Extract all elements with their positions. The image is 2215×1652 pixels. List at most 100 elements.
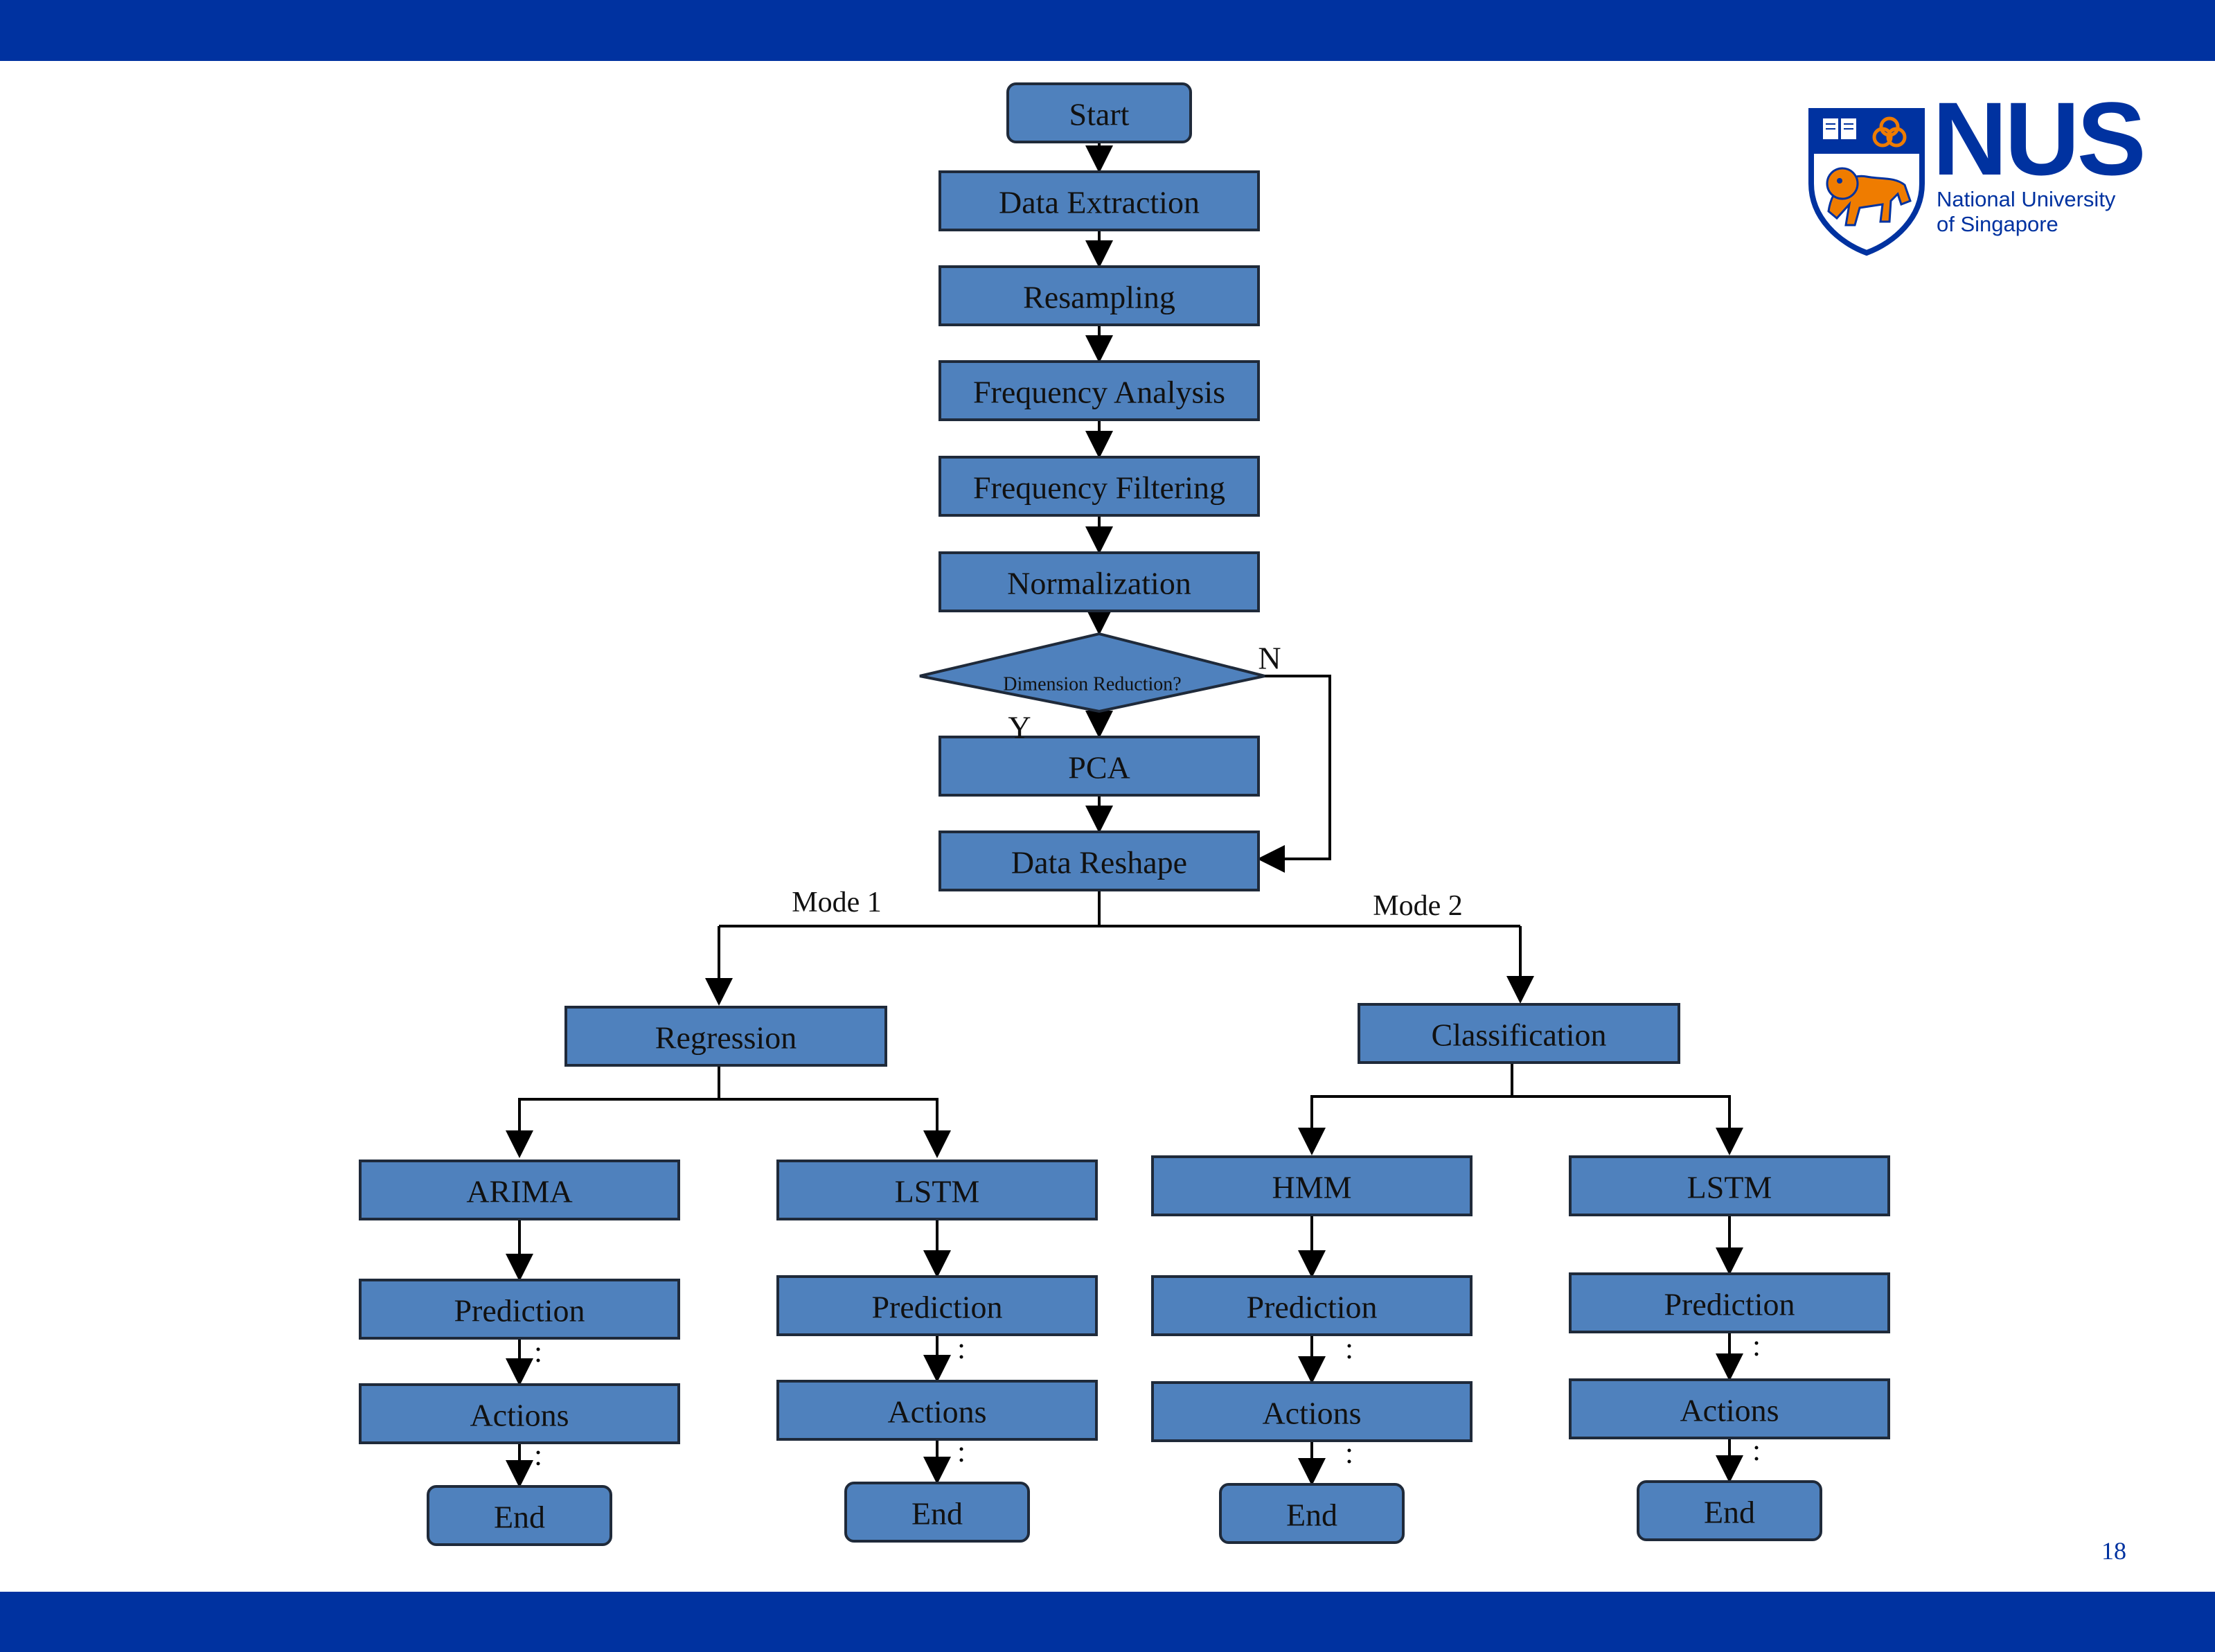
book-icon bbox=[1823, 118, 1856, 139]
branch-2-model: LSTM bbox=[776, 1160, 1098, 1220]
edge-regression-arima bbox=[506, 1065, 720, 1158]
mode-1-label: Mode 1 bbox=[792, 887, 882, 918]
data-extraction-step: Data Extraction bbox=[939, 170, 1260, 231]
frequency-analysis-step-label: Frequency Analysis bbox=[973, 375, 1225, 410]
branch-1-model-shape bbox=[359, 1160, 680, 1220]
pca-step-shape bbox=[939, 736, 1260, 797]
start-terminal-shape bbox=[1006, 82, 1192, 143]
branch-4-model: LSTM bbox=[1569, 1155, 1890, 1216]
data-extraction-step-shape bbox=[939, 170, 1260, 231]
classification-step: Classification bbox=[1358, 1003, 1680, 1064]
decision-label: Dimension Reduction? bbox=[1003, 674, 1181, 695]
edge-regression-lstm bbox=[719, 1098, 951, 1158]
pca-step-label: PCA bbox=[1068, 750, 1130, 785]
data-reshape-step: Data Reshape bbox=[939, 831, 1260, 891]
edge-classification-hmm bbox=[1298, 1063, 1513, 1155]
frequency-filtering-step-label: Frequency Filtering bbox=[973, 470, 1225, 506]
regression-step-shape bbox=[564, 1006, 887, 1067]
branch-1-prediction-label: Prediction bbox=[454, 1293, 585, 1329]
branch-4-prediction: Prediction bbox=[1569, 1272, 1890, 1333]
branch-1-model-label: ARIMA bbox=[466, 1174, 572, 1209]
top-band bbox=[0, 0, 2215, 61]
frequency-analysis-step: Frequency Analysis bbox=[939, 360, 1260, 421]
data-reshape-step-shape bbox=[939, 831, 1260, 891]
branch-4-actions-label: Actions bbox=[1680, 1393, 1779, 1428]
branch-3-actions: Actions bbox=[1151, 1381, 1473, 1442]
connectors bbox=[506, 142, 1759, 1488]
start-terminal-label: Start bbox=[1069, 97, 1130, 132]
branch-1-actions-shape bbox=[359, 1383, 680, 1444]
branch-2-model-label: LSTM bbox=[895, 1174, 980, 1209]
edge-classification-lstm bbox=[1512, 1095, 1743, 1155]
branch-2-actions-label: Actions bbox=[887, 1394, 986, 1430]
normalization-step-shape bbox=[939, 551, 1260, 612]
branch-3-model-label: HMM bbox=[1272, 1170, 1351, 1205]
dimension-reduction-decision: Dimension Reduction? bbox=[919, 632, 1265, 713]
branch-2-prediction-label: Prediction bbox=[871, 1290, 1002, 1325]
branch-2-actions: Actions bbox=[776, 1380, 1098, 1441]
nus-crest-icon bbox=[1808, 108, 1925, 256]
branch-2-end-shape bbox=[844, 1482, 1030, 1543]
branch-3-actions-label: Actions bbox=[1262, 1396, 1361, 1431]
branch-3-model-shape bbox=[1151, 1155, 1473, 1216]
branch-3-end-label: End bbox=[1286, 1498, 1337, 1533]
regression-step-label: Regression bbox=[655, 1020, 797, 1056]
mode-2-label: Mode 2 bbox=[1373, 890, 1463, 922]
branch-2-ellipsis-1 bbox=[959, 1344, 963, 1359]
nus-wordmark: NUS bbox=[1932, 80, 2146, 197]
data-reshape-step-label: Data Reshape bbox=[1011, 845, 1187, 880]
resampling-step-label: Resampling bbox=[1023, 280, 1175, 315]
resampling-step-shape bbox=[939, 265, 1260, 326]
branch-1-model: ARIMA bbox=[359, 1160, 680, 1220]
branch-1-ellipsis-1 bbox=[536, 1347, 540, 1362]
branch-3-prediction-label: Prediction bbox=[1246, 1290, 1377, 1325]
branch-4-prediction-shape bbox=[1569, 1272, 1890, 1333]
branch-2-ellipsis-2 bbox=[959, 1447, 963, 1462]
branch-4-end: End bbox=[1637, 1480, 1822, 1541]
regression-step: Regression bbox=[564, 1006, 887, 1067]
frequency-filtering-step-shape bbox=[939, 456, 1260, 517]
frequency-analysis-step-shape bbox=[939, 360, 1260, 421]
branch-3-model: HMM bbox=[1151, 1155, 1473, 1216]
branch-4-model-shape bbox=[1569, 1155, 1890, 1216]
branch-2-end-label: End bbox=[911, 1496, 963, 1531]
branch-2-prediction-shape bbox=[776, 1275, 1098, 1336]
branch-2-actions-shape bbox=[776, 1380, 1098, 1441]
decision-shape bbox=[919, 632, 1265, 713]
branch-1-prediction-shape bbox=[359, 1279, 680, 1340]
branch-1-end-shape bbox=[427, 1485, 612, 1546]
branch-2-prediction: Prediction bbox=[776, 1275, 1098, 1336]
classification-step-label: Classification bbox=[1432, 1018, 1607, 1053]
branch-4-actions-shape bbox=[1569, 1378, 1890, 1439]
normalization-step-label: Normalization bbox=[1007, 566, 1191, 601]
branch-4-actions: Actions bbox=[1569, 1378, 1890, 1439]
nus-name-line-2: of Singapore bbox=[1937, 212, 2058, 236]
resampling-step: Resampling bbox=[939, 265, 1260, 326]
page-number: 18 bbox=[2101, 1537, 2126, 1565]
rings-icon bbox=[1872, 116, 1907, 148]
data-extraction-step-label: Data Extraction bbox=[999, 185, 1200, 220]
nus-name-line-1: National University bbox=[1937, 187, 2116, 211]
branch-3-prediction-shape bbox=[1151, 1275, 1473, 1336]
branch-1-end: End bbox=[427, 1485, 612, 1546]
branch-4-ellipsis-1 bbox=[1754, 1341, 1759, 1356]
branch-4-end-label: End bbox=[1704, 1495, 1755, 1530]
branch-1-end-label: End bbox=[494, 1500, 545, 1535]
decision-yes-label: Y bbox=[1008, 710, 1031, 745]
start-terminal: Start bbox=[1006, 82, 1192, 143]
branch-1-actions: Actions bbox=[359, 1383, 680, 1444]
frequency-filtering-step: Frequency Filtering bbox=[939, 456, 1260, 517]
branch-3-ellipsis-1 bbox=[1347, 1344, 1351, 1359]
edge-decision-no-reshape bbox=[1257, 675, 1331, 873]
branch-2-model-shape bbox=[776, 1160, 1098, 1220]
branch-4-end-shape bbox=[1637, 1480, 1822, 1541]
branch-1-ellipsis-2 bbox=[536, 1450, 540, 1466]
branch-3-end: End bbox=[1219, 1483, 1405, 1544]
branch-4-prediction-label: Prediction bbox=[1664, 1287, 1795, 1322]
branch-2-end: End bbox=[844, 1482, 1030, 1543]
branch-4-ellipsis-2 bbox=[1754, 1446, 1759, 1461]
normalization-step: Normalization bbox=[939, 551, 1260, 612]
